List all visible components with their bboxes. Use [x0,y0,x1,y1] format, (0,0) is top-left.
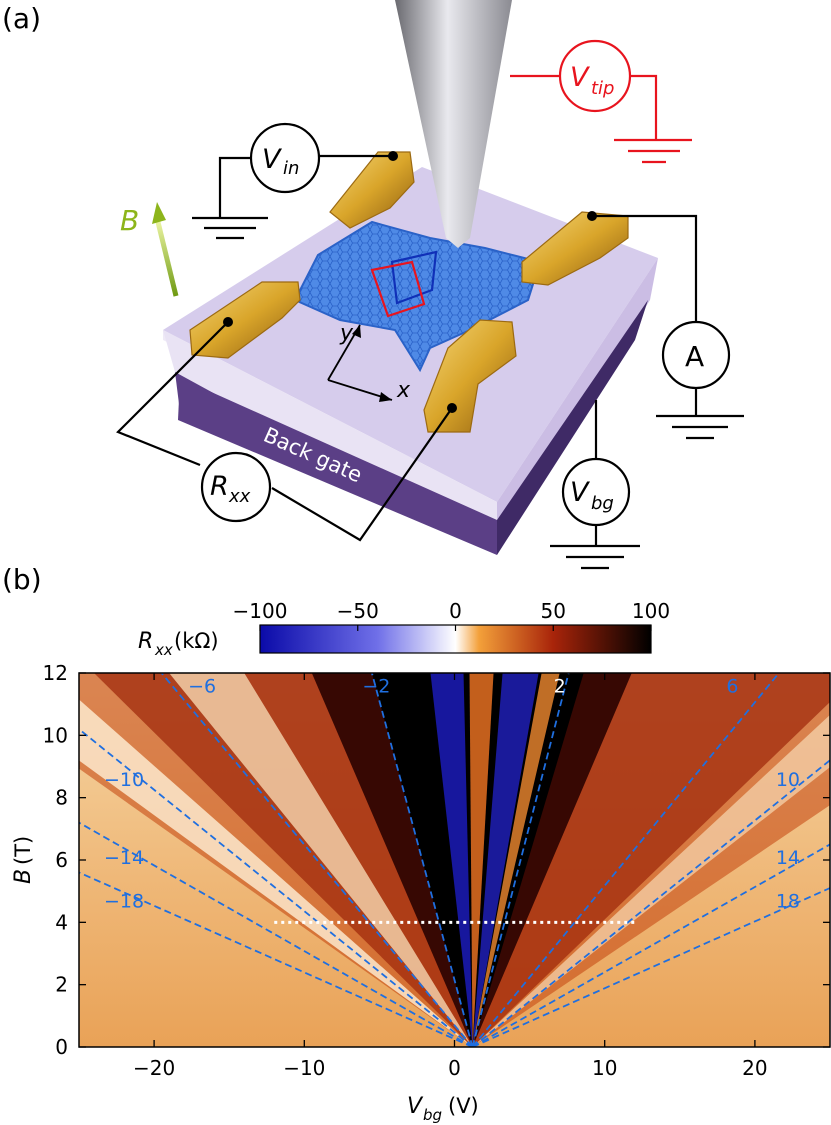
colorbar-label-main: R [138,629,153,654]
band-light [472,714,830,1047]
y-tick-label: 0 [55,1035,68,1059]
colorbar: R xx (kΩ) −100 −50 0 50 100 [138,600,670,659]
circuit-wires [116,154,744,570]
contact-left [189,281,301,359]
fan-line [471,673,780,1047]
colorbar-label-sub: xx [154,641,173,659]
y-tick-label: 10 [43,723,68,747]
fan-line-label: −14 [104,847,144,869]
svg-text:bg: bg [591,493,614,514]
fan-line [160,673,474,1047]
back-gate-side [497,300,648,555]
x-tick-label: 0 [448,1056,461,1080]
colorbar-tick-label: 50 [541,600,566,623]
svg-text:tip: tip [591,78,614,99]
fan-line-label: −2 [362,675,390,697]
fan-line-label: 14 [776,847,800,869]
svg-text:V: V [407,1094,424,1119]
axis-y-label: y [339,321,354,346]
svg-text:B: B [11,869,36,884]
fan-line [471,673,570,1047]
fan-line [472,843,830,1047]
panel-b-label: (b) [2,563,42,596]
ammeter: A [661,320,731,390]
v-bg-source: V bg [561,457,631,527]
heatmap-bands [79,673,830,1047]
svg-text:xx: xx [228,486,251,507]
tip-circuit [510,74,692,164]
x-tick-label: −10 [283,1056,325,1080]
scan-box-red [370,260,426,318]
coordinate-axes: x y [327,321,411,403]
fan-line-label: 18 [776,891,800,913]
fan-line-label: 6 [726,675,738,697]
svg-text:A: A [685,340,704,373]
fan-line-label: −18 [104,891,144,913]
y-axis-label: B (T) [11,836,36,884]
svg-text:V: V [570,62,591,93]
colorbar-label-unit: (kΩ) [174,629,219,653]
heatmap [79,673,830,1047]
field-arrow: B [120,202,179,297]
svg-text:R: R [210,471,229,502]
svg-text:V: V [570,477,591,508]
v-tip-source: V tip [558,39,632,113]
axis-x-label: x [396,378,411,403]
x-axis-label: V bg (V) [407,1094,479,1124]
stm-tip [395,0,512,248]
x-tick-label: 20 [742,1056,767,1080]
svg-text:V: V [262,144,283,175]
contact-top [329,151,415,229]
y-tick-label: 12 [43,661,68,685]
svg-text:(T): (T) [11,836,35,865]
colorbar-ticks: −100 −50 0 50 100 [233,600,670,631]
colorbar-tick-label: 100 [632,600,670,623]
colorbar-tick-label: −50 [337,600,379,623]
fan-line [79,821,473,1047]
contact-bottom [423,319,517,433]
x-axis-ticks: −20 −10 0 10 20 [133,673,768,1080]
fan-lines [79,673,830,1047]
x-tick-label: −20 [133,1056,175,1080]
field-label: B [120,204,139,237]
fan-line-label: −6 [188,675,216,697]
fan-line [371,673,474,1047]
y-tick-label: 6 [55,848,68,872]
back-gate-front [178,378,497,555]
svg-text:bg: bg [423,1106,442,1124]
x-tick-label: 10 [592,1056,617,1080]
svg-text:in: in [283,158,299,179]
svg-text:(V): (V) [448,1094,479,1118]
v-in-source: V in [249,122,321,194]
device-schematic: Back gate x y [116,0,744,570]
band-positive [469,673,494,1047]
panel-a-label: (a) [2,2,42,35]
y-tick-label: 2 [55,973,68,997]
band-positive [472,673,560,1047]
y-axis-ticks: 0 2 4 6 8 10 12 [43,661,830,1059]
band-negative [472,673,539,1047]
colorbar-tick-label: 0 [449,600,462,623]
scan-box-blue [390,250,438,305]
band-negative [430,673,473,1047]
fan-line [79,871,473,1047]
fan-line-labels: −18 −14 −10 −6 −2 2 6 10 14 18 [104,675,800,912]
y-tick-label: 4 [55,910,68,934]
fan-line-label: −10 [104,769,144,791]
fan-line [79,728,474,1047]
fan-line-label: 10 [776,769,800,791]
y-tick-label: 8 [55,786,68,810]
r-xx-meter: R xx [200,451,272,523]
colorbar-tick-label: −100 [233,600,288,623]
band-light [169,673,473,1047]
gold-contacts [189,151,629,433]
fan-line-label: 2 [554,675,566,697]
